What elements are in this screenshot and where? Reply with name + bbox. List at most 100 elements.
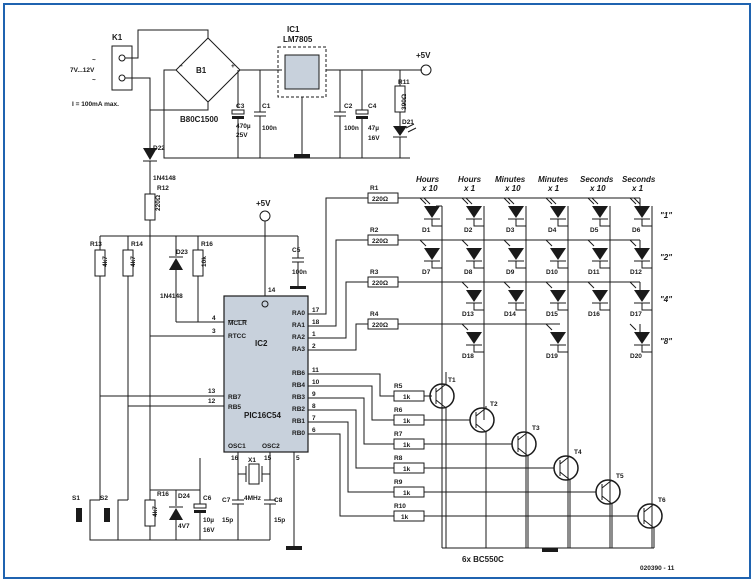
svg-text:R7: R7 [394, 431, 403, 438]
power-supply: K1 ~ ~ 7V...12V I = 100mA max. B1 − + B8… [70, 25, 432, 159]
col-hours-x10: Hours [416, 175, 440, 184]
led-d9: D9 [503, 239, 526, 276]
svg-text:D6: D6 [632, 227, 641, 234]
svg-text:8: 8 [312, 403, 316, 410]
svg-text:T4: T4 [574, 449, 582, 456]
svg-text:6: 6 [312, 427, 316, 434]
svg-text:R10: R10 [394, 503, 406, 510]
led-d18: D18 [461, 323, 484, 360]
k1-label: K1 [112, 33, 123, 42]
svg-text:1: 1 [312, 331, 316, 338]
vcc-ic2-icon [259, 210, 271, 222]
r16-label: R16 [201, 241, 213, 248]
svg-text:1k: 1k [401, 514, 409, 521]
crystal-x1 [248, 463, 260, 485]
svg-text:D14: D14 [504, 311, 516, 318]
led-d7: D7 [419, 239, 442, 276]
svg-text:9: 9 [312, 391, 316, 398]
zener-d24 [169, 508, 183, 520]
led-d3: D3 [503, 197, 526, 234]
svg-text:470µ: 470µ [236, 123, 251, 130]
svg-text:x 1: x 1 [547, 184, 560, 193]
col-seconds-x1: Seconds [622, 175, 656, 184]
svg-text:1k: 1k [403, 490, 411, 497]
row-label-1: "1" [660, 211, 672, 220]
regulator-ic1 [284, 54, 320, 90]
led-d14: D14 [503, 281, 526, 318]
ic1-label: IC1 [287, 25, 300, 34]
svg-text:17: 17 [312, 307, 320, 314]
col-hours-x1: Hours [458, 175, 482, 184]
svg-text:D5: D5 [590, 227, 599, 234]
svg-text:T1: T1 [448, 377, 456, 384]
svg-text:47µ: 47µ [368, 125, 379, 132]
svg-text:10k: 10k [201, 256, 208, 267]
svg-text:RA3: RA3 [292, 346, 305, 353]
ic1-part-label: LM7805 [283, 35, 313, 44]
svg-text:1k: 1k [403, 442, 411, 449]
svg-text:4: 4 [212, 315, 216, 322]
svg-text:1N4148: 1N4148 [153, 175, 176, 182]
r15-label: R16 [157, 491, 169, 498]
svg-text:D20: D20 [630, 353, 642, 360]
row-label-4: "4" [660, 295, 672, 304]
svg-text:RB3: RB3 [292, 394, 305, 401]
svg-text:RB7: RB7 [228, 394, 241, 401]
svg-text:D2: D2 [464, 227, 473, 234]
transistor-t4: T4 [553, 449, 582, 548]
svg-text:R8: R8 [394, 455, 403, 462]
transistor-t1: T1 [429, 372, 456, 548]
led-d8: D8 [461, 239, 484, 276]
svg-text:RA0: RA0 [292, 310, 305, 317]
svg-text:RA1: RA1 [292, 322, 305, 329]
c6-label: C6 [203, 495, 212, 502]
svg-text:~: ~ [92, 57, 96, 64]
vcc-label: +5V [416, 51, 431, 60]
row-label-2: "2" [660, 253, 672, 262]
s1-label: S1 [72, 495, 80, 502]
led-d4: D4 [545, 197, 568, 234]
svg-text:RTCC: RTCC [228, 333, 246, 340]
svg-text:4MHz: 4MHz [244, 495, 262, 502]
led-d11: D11 [587, 239, 610, 276]
led-d10: D10 [545, 239, 568, 276]
input-voltage-label: 7V...12V [70, 67, 95, 74]
c5-label: C5 [292, 247, 301, 254]
led-d6: D6 [629, 197, 652, 234]
svg-text:OSC2: OSC2 [262, 443, 280, 450]
c7-label: C7 [222, 497, 231, 504]
svg-text:390Ω: 390Ω [401, 94, 408, 110]
svg-text:R9: R9 [394, 479, 403, 486]
bridge-part-label: B80C1500 [180, 115, 219, 124]
diode-d23 [169, 258, 183, 270]
svg-text:RB2: RB2 [292, 406, 305, 413]
svg-text:D18: D18 [462, 353, 474, 360]
led-d2: D2 [461, 197, 484, 234]
svg-text:D3: D3 [506, 227, 515, 234]
r13-label: R13 [90, 241, 102, 248]
ic2-body [223, 295, 309, 453]
b1-label: B1 [196, 66, 207, 75]
row-drivers: R1 220Ω R2 220Ω R3 220Ω R4 220Ω "1" "2" … [308, 185, 672, 351]
svg-text:R1: R1 [370, 185, 379, 192]
svg-text:RB6: RB6 [292, 370, 305, 377]
svg-text:D11: D11 [588, 269, 600, 276]
svg-text:25V: 25V [236, 132, 248, 139]
svg-text:11: 11 [312, 367, 319, 374]
svg-text:5: 5 [296, 455, 300, 462]
svg-text:T5: T5 [616, 473, 624, 480]
svg-text:1N4148: 1N4148 [160, 293, 183, 300]
svg-text:x 10: x 10 [421, 184, 438, 193]
s2-label: S2 [100, 495, 108, 502]
svg-text:1k: 1k [403, 466, 411, 473]
r12-label: R12 [157, 185, 169, 192]
transistor-t2: T2 [469, 401, 498, 548]
led-d19: D19 [545, 323, 568, 360]
svg-text:10µ: 10µ [203, 517, 214, 524]
svg-text:RB0: RB0 [292, 430, 305, 437]
svg-text:RB5: RB5 [228, 404, 241, 411]
r14-label: R14 [131, 241, 143, 248]
